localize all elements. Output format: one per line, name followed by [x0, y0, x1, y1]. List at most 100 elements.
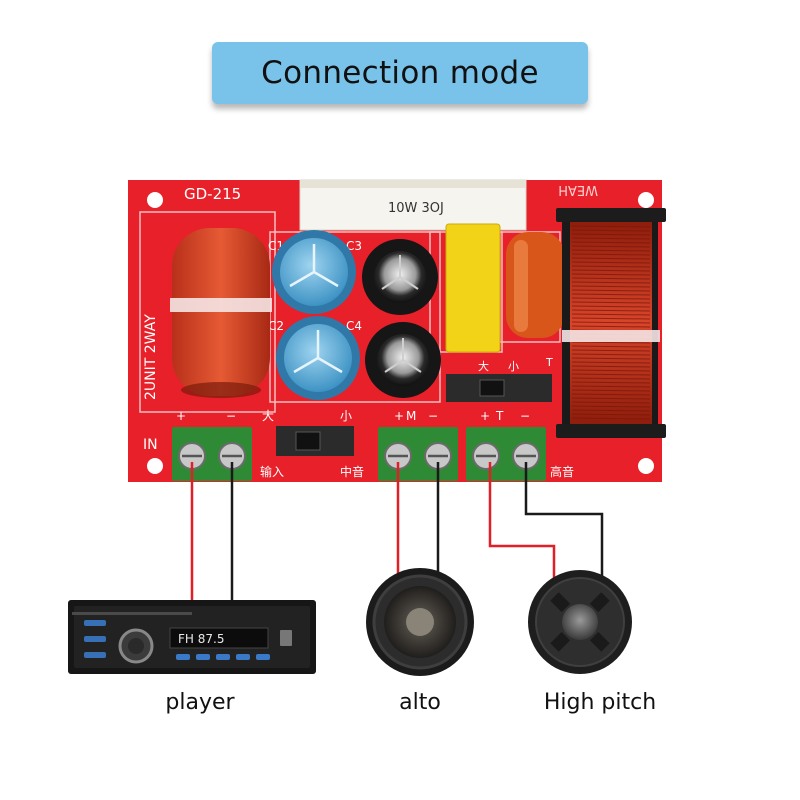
coil-winding [571, 317, 651, 320]
coil-winding [571, 385, 651, 388]
mid-terminal[interactable] [378, 427, 458, 481]
coil-winding [571, 365, 651, 368]
coil-winding [571, 401, 651, 404]
switch-large-label: 大 [262, 409, 274, 423]
coil-winding [571, 293, 651, 296]
board-side-label: 2UNIT 2WAY [143, 314, 159, 400]
page-title: Connection mode [261, 55, 539, 91]
coil-winding [571, 405, 651, 408]
coil-winding [571, 285, 651, 288]
crossover-board: GD-215 2UNIT 2WAY WEAH IN 输入 中音 高音 大 小 大… [128, 179, 666, 482]
coil-winding [571, 413, 651, 416]
coil-winding [571, 265, 651, 268]
cap-label-c2: C2 [268, 319, 284, 333]
input-chinese-label: 输入 [260, 464, 284, 479]
black-capacitor-c3 [362, 239, 438, 315]
coil-winding [571, 305, 651, 308]
coil-winding [571, 393, 651, 396]
coil-winding [571, 321, 651, 324]
player-display: FH 87.5 [178, 632, 224, 646]
alto-speaker [366, 568, 474, 676]
board-model: GD-215 [184, 185, 241, 203]
coil-winding [571, 357, 651, 360]
resistor-label: 10W 3OJ [388, 201, 444, 216]
tw-minus-marker: − [520, 409, 530, 423]
cap-label-c4: C4 [346, 319, 362, 333]
in-minus-marker: − [226, 409, 236, 423]
usb-port[interactable] [280, 630, 292, 646]
mid-chinese-label: 中音 [340, 464, 364, 479]
tw-marker-2: T [545, 356, 553, 369]
coil-winding [571, 257, 651, 260]
coil-winding [571, 273, 651, 276]
tweeter-fin [550, 631, 571, 652]
tw-marker: T [495, 409, 504, 423]
car-player: FH 87.5 [68, 600, 316, 674]
cap-label-c3: C3 [346, 239, 362, 253]
mount-hole [147, 458, 163, 474]
mid-plus-marker: + [394, 409, 404, 423]
coil-winding [571, 253, 651, 256]
coil-winding [571, 309, 651, 312]
coil-winding [571, 345, 651, 348]
mount-hole [147, 192, 163, 208]
mount-hole [638, 192, 654, 208]
coil-winding [571, 353, 651, 356]
coil-winding [571, 277, 651, 280]
blue-capacitor-c2 [276, 316, 360, 400]
wire-tweeter-black [524, 462, 604, 590]
blue-capacitor-c1 [272, 230, 356, 314]
coil-winding [571, 225, 651, 228]
bass-inductor [170, 228, 272, 398]
yellow-capacitor [445, 223, 501, 353]
mid-minus-marker: − [428, 409, 438, 423]
coil-winding [571, 381, 651, 384]
coil-winding [571, 229, 651, 232]
coil-winding [571, 349, 651, 352]
wires [190, 462, 604, 608]
input-label: IN [143, 437, 158, 453]
tweeter-fin [589, 592, 610, 613]
coil-winding [571, 341, 651, 344]
coil-winding [571, 397, 651, 400]
coil-winding [571, 233, 651, 236]
coil-winding [571, 249, 651, 252]
title-banner: Connection mode [212, 42, 588, 104]
coil-winding [571, 261, 651, 264]
wire-tweeter-red [488, 462, 556, 590]
slide-switch-2[interactable] [446, 374, 552, 402]
coil-winding [571, 301, 651, 304]
switch-small-label: 小 [340, 409, 352, 423]
coil-winding [571, 237, 651, 240]
tweeter-terminal[interactable] [466, 427, 546, 481]
switch2-large-label: 大 [478, 359, 489, 373]
slide-switch-1[interactable] [276, 426, 354, 456]
mid-marker: M [406, 409, 416, 423]
coil-winding [571, 369, 651, 372]
input-terminal[interactable] [172, 427, 252, 481]
cement-resistor: 10W 3OJ [299, 179, 527, 231]
coil-winding [571, 241, 651, 244]
tw-plus-marker: + [480, 409, 490, 423]
board-mirrored-label: WEAH [558, 182, 598, 197]
tweeter-fin [550, 592, 571, 613]
coil-winding [571, 269, 651, 272]
player-display-panel [169, 627, 269, 649]
coil-winding [571, 389, 651, 392]
label-high-pitch: High pitch [543, 690, 657, 715]
coil-winding [571, 297, 651, 300]
coil-winding [571, 245, 651, 248]
tweeter-fin [589, 631, 610, 652]
high-chinese-label: 高音 [550, 464, 574, 479]
orange-capacitor [506, 232, 564, 338]
coil-winding [571, 281, 651, 284]
coil-winding [571, 417, 651, 420]
black-capacitor-c4 [365, 322, 441, 398]
switch2-small-label: 小 [508, 360, 519, 373]
coil-winding [571, 409, 651, 412]
mount-hole [638, 458, 654, 474]
tweeter-speaker [528, 570, 632, 674]
coil-winding [571, 361, 651, 364]
label-alto: alto [399, 690, 441, 715]
